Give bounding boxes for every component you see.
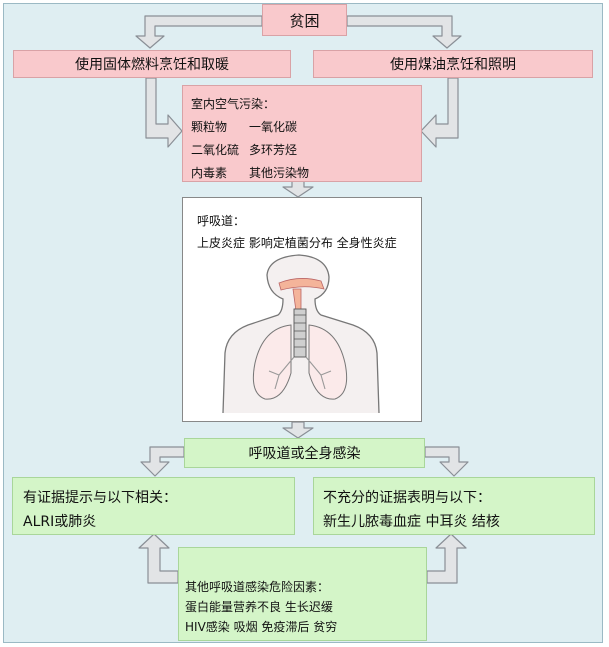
pollutant-particulate: 颗粒物	[191, 120, 228, 134]
arrow-infection-to-related	[140, 446, 185, 477]
arrow-infection-to-insufficient	[424, 446, 469, 477]
arrow-poverty-to-solid-fuel	[135, 15, 263, 49]
pollutant-row-2: 二氧化硫多环芳烃	[191, 139, 421, 162]
other-risks-box: 其他呼吸道感染危险因素： 蛋白能量营养不良 生长迟缓 HIV感染 吸烟 免疫滞后…	[178, 547, 427, 641]
pollutant-so2: 二氧化硫	[191, 143, 240, 157]
respiratory-tract-box: 呼吸道： 上皮炎症 影响定植菌分布 全身性炎症	[182, 197, 422, 422]
arrow-pollution-to-respiratory	[282, 180, 314, 198]
solid-fuel-label: 使用固体燃料烹饪和取暖	[75, 57, 229, 73]
evidence-related-title: 有证据提示与以下相关：	[23, 490, 177, 506]
kerosene-label: 使用煤油烹饪和照明	[390, 57, 516, 73]
arrow-risks-to-insufficient	[426, 533, 467, 584]
arrow-poverty-to-kerosene	[346, 15, 462, 49]
evidence-related-items: ALRI或肺炎	[23, 514, 97, 530]
other-risks-title: 其他呼吸道感染危险因素：	[185, 580, 330, 594]
pollutant-row-3: 内毒素 其他污染物	[191, 162, 421, 185]
pollutant-pah: 多环芳烃	[249, 143, 298, 157]
pollutant-row-1: 颗粒物 一氧化碳	[191, 116, 421, 139]
lungs-illustration	[222, 254, 380, 413]
arrow-solid-fuel-to-pollution	[145, 77, 183, 148]
infection-box: 呼吸道或全身感染	[184, 438, 425, 468]
insufficient-evidence-items: 新生儿脓毒血症 中耳炎 结核	[323, 514, 500, 530]
pollutant-other: 其他污染物	[249, 166, 310, 180]
arrow-respiratory-to-infection	[282, 421, 314, 439]
other-risks-line1: 蛋白能量营养不良 生长迟缓	[185, 600, 333, 614]
insufficient-evidence-box: 不充分的证据表明与以下： 新生儿脓毒血症 中耳炎 结核	[313, 477, 595, 535]
kerosene-box: 使用煤油烹饪和照明	[313, 50, 593, 78]
other-risks-line2: HIV感染 吸烟 免疫滞后 贫穷	[185, 620, 338, 634]
arrow-kerosene-to-pollution	[420, 77, 459, 148]
evidence-related-box: 有证据提示与以下相关： ALRI或肺炎	[12, 477, 295, 535]
poverty-box: 贫困	[262, 4, 347, 36]
solid-fuel-box: 使用固体燃料烹饪和取暖	[13, 50, 291, 78]
poverty-label: 贫困	[289, 11, 320, 30]
pollutant-endotoxin: 内毒素	[191, 166, 228, 180]
arrow-risks-to-related	[138, 533, 179, 584]
respiratory-tract-title: 呼吸道：	[197, 214, 246, 228]
infection-label: 呼吸道或全身感染	[248, 446, 361, 462]
respiratory-tract-effects: 上皮炎症 影响定植菌分布 全身性炎症	[197, 236, 397, 250]
indoor-pollution-title: 室内空气污染：	[191, 97, 276, 111]
indoor-pollution-box: 室内空气污染： 颗粒物 一氧化碳 二氧化硫多环芳烃 内毒素 其他污染物	[182, 85, 422, 182]
insufficient-evidence-title: 不充分的证据表明与以下：	[323, 490, 491, 506]
pollutant-co: 一氧化碳	[249, 120, 298, 134]
